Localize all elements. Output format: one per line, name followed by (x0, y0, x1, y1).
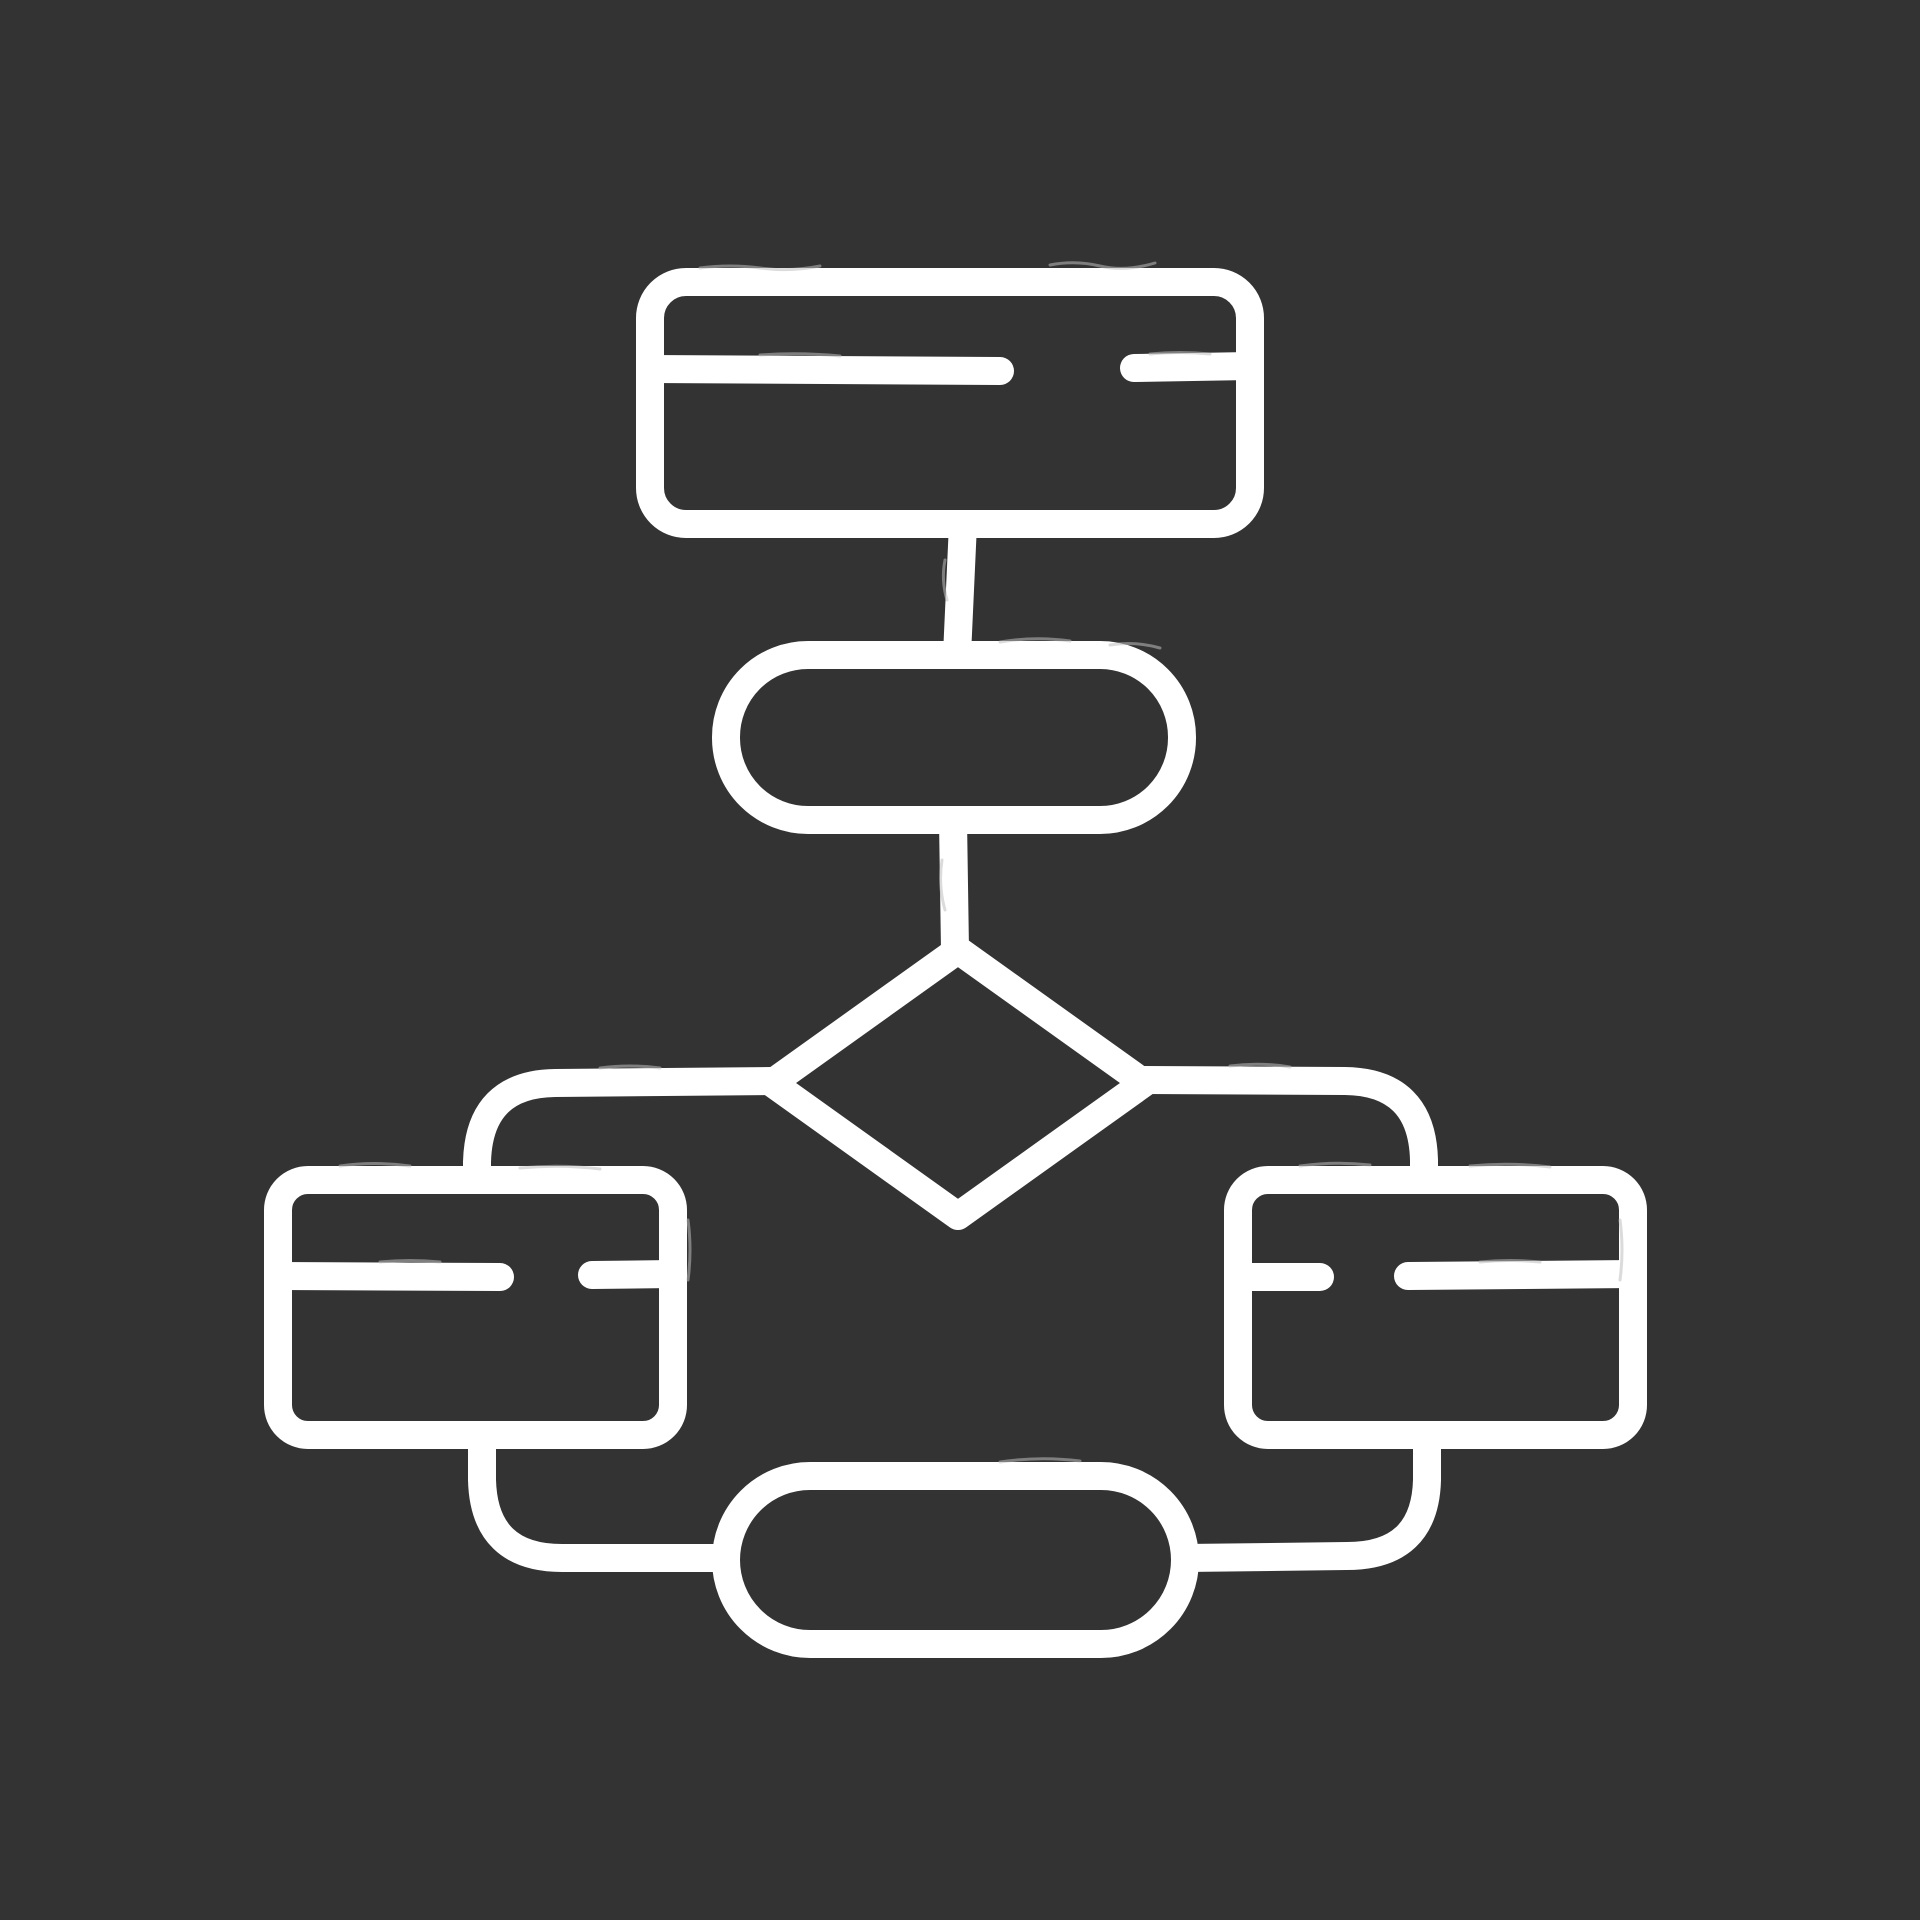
connector-top-to-terminator (943, 510, 977, 669)
connector-terminator-to-decision (939, 806, 969, 964)
top-box-divider-right (1120, 352, 1264, 382)
connector-right-box-to-terminator (1171, 1421, 1441, 1572)
connector-decision-to-right-box (1130, 1066, 1438, 1194)
connector-left-box-to-terminator (468, 1421, 740, 1572)
left-box-divider-right (578, 1260, 687, 1289)
right-box-divider-right (1394, 1260, 1647, 1290)
top-box-divider-left (636, 355, 1014, 385)
chalk-texture (338, 261, 1624, 1464)
bottom-terminator (712, 1462, 1199, 1658)
left-box-divider-left (264, 1262, 514, 1291)
connector-decision-to-left-box (463, 1067, 786, 1194)
decision-diamond (758, 936, 1158, 1230)
